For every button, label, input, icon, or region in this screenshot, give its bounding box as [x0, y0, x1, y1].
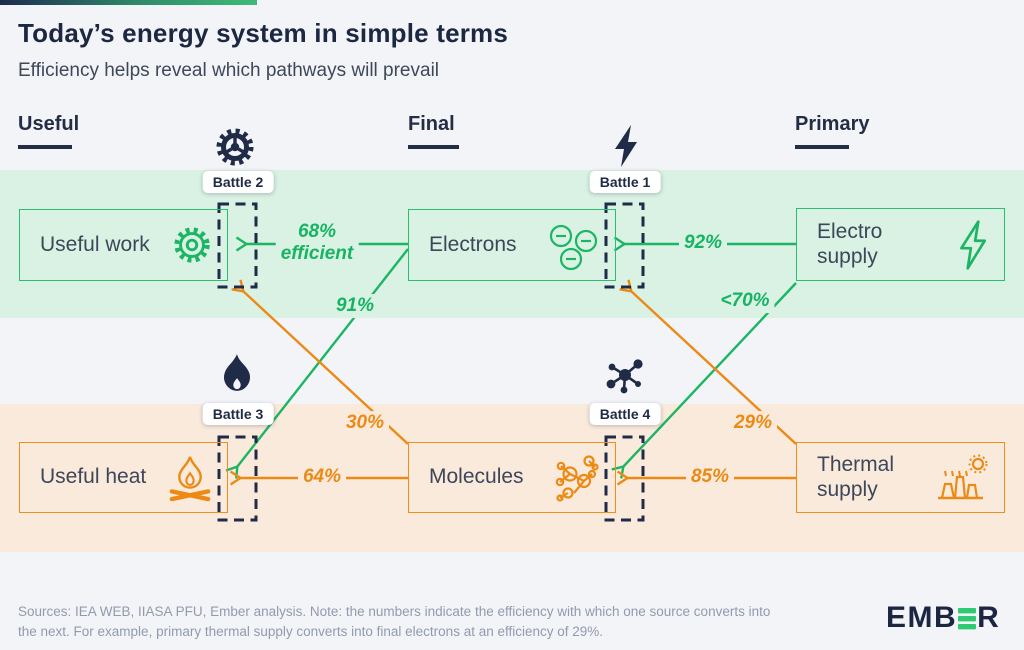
efficiency-lt70-label: <70% [715, 289, 775, 313]
molecules-box: Molecules [408, 442, 616, 513]
useful-work-label: Useful work [40, 232, 150, 256]
source-note-line2: the next. For example, primary thermal s… [18, 624, 604, 640]
molecule-icon [606, 359, 643, 394]
column-underline-useful [18, 145, 72, 149]
column-underline-primary [795, 145, 849, 149]
useful-work-box: Useful work [19, 209, 228, 281]
ember-logo-suffix: R [977, 601, 1001, 634]
flame-icon [223, 354, 251, 391]
source-note: Sources: IEA WEB, IIASA PFU, Ember analy… [18, 602, 770, 643]
electrons-label: Electrons [429, 232, 517, 256]
efficiency-68-suffix: efficient [280, 243, 354, 264]
efficiency-85-label: 85% [685, 465, 735, 489]
efficiency-64-label: 64% [297, 465, 347, 489]
gear-wheel-icon [216, 128, 254, 166]
electro-supply-label: Electro supply [817, 220, 883, 268]
efficiency-30-label: 30% [340, 411, 390, 435]
efficiency-68-value: 68% [297, 221, 337, 243]
column-underline-final [408, 145, 459, 149]
page-subtitle: Efficiency helps reveal which pathways w… [18, 60, 440, 81]
electricity-pathway-band [0, 170, 1024, 318]
ember-logo-bars-icon [958, 607, 977, 629]
battle-3-tag: Battle 3 [202, 403, 274, 425]
useful-heat-box: Useful heat [19, 442, 228, 513]
electrons-icon [549, 224, 598, 271]
page-title: Today’s energy system in simple terms [18, 18, 509, 48]
efficiency-68-label: 68% efficient [275, 220, 359, 266]
molecule-outline-icon [555, 454, 599, 502]
efficiency-92-label: 92% [678, 231, 728, 255]
ember-logo-prefix: EMB [886, 601, 958, 634]
gear-outline-icon [174, 227, 210, 263]
lightning-outline-icon [959, 219, 987, 270]
battle-1-tag: Battle 1 [589, 171, 661, 193]
thermal-supply-box: Thermal supply [796, 442, 1005, 513]
efficiency-91-label: 91% [330, 294, 380, 318]
power-plant-icon [938, 454, 988, 499]
thermal-supply-label: Thermal supply [817, 453, 895, 501]
useful-heat-label: Useful heat [40, 465, 147, 489]
efficiency-29-label: 29% [728, 411, 778, 435]
battle-4-tag: Battle 4 [589, 403, 661, 425]
electrons-box: Electrons [408, 209, 616, 281]
source-note-line1: Sources: IEA WEB, IIASA PFU, Ember analy… [18, 604, 771, 619]
column-header-final: Final [408, 113, 455, 135]
molecules-label: Molecules [429, 465, 524, 489]
column-header-useful: Useful [18, 113, 80, 135]
electro-supply-box: Electro supply [796, 208, 1005, 281]
column-header-primary: Primary [795, 113, 870, 135]
ember-logo: EMB R [886, 601, 1000, 635]
brand-accent-strip [0, 0, 257, 5]
battle-2-tag: Battle 2 [202, 171, 274, 193]
lightning-icon [615, 125, 637, 167]
thermal-pathway-band [0, 404, 1024, 552]
campfire-icon [169, 456, 211, 501]
